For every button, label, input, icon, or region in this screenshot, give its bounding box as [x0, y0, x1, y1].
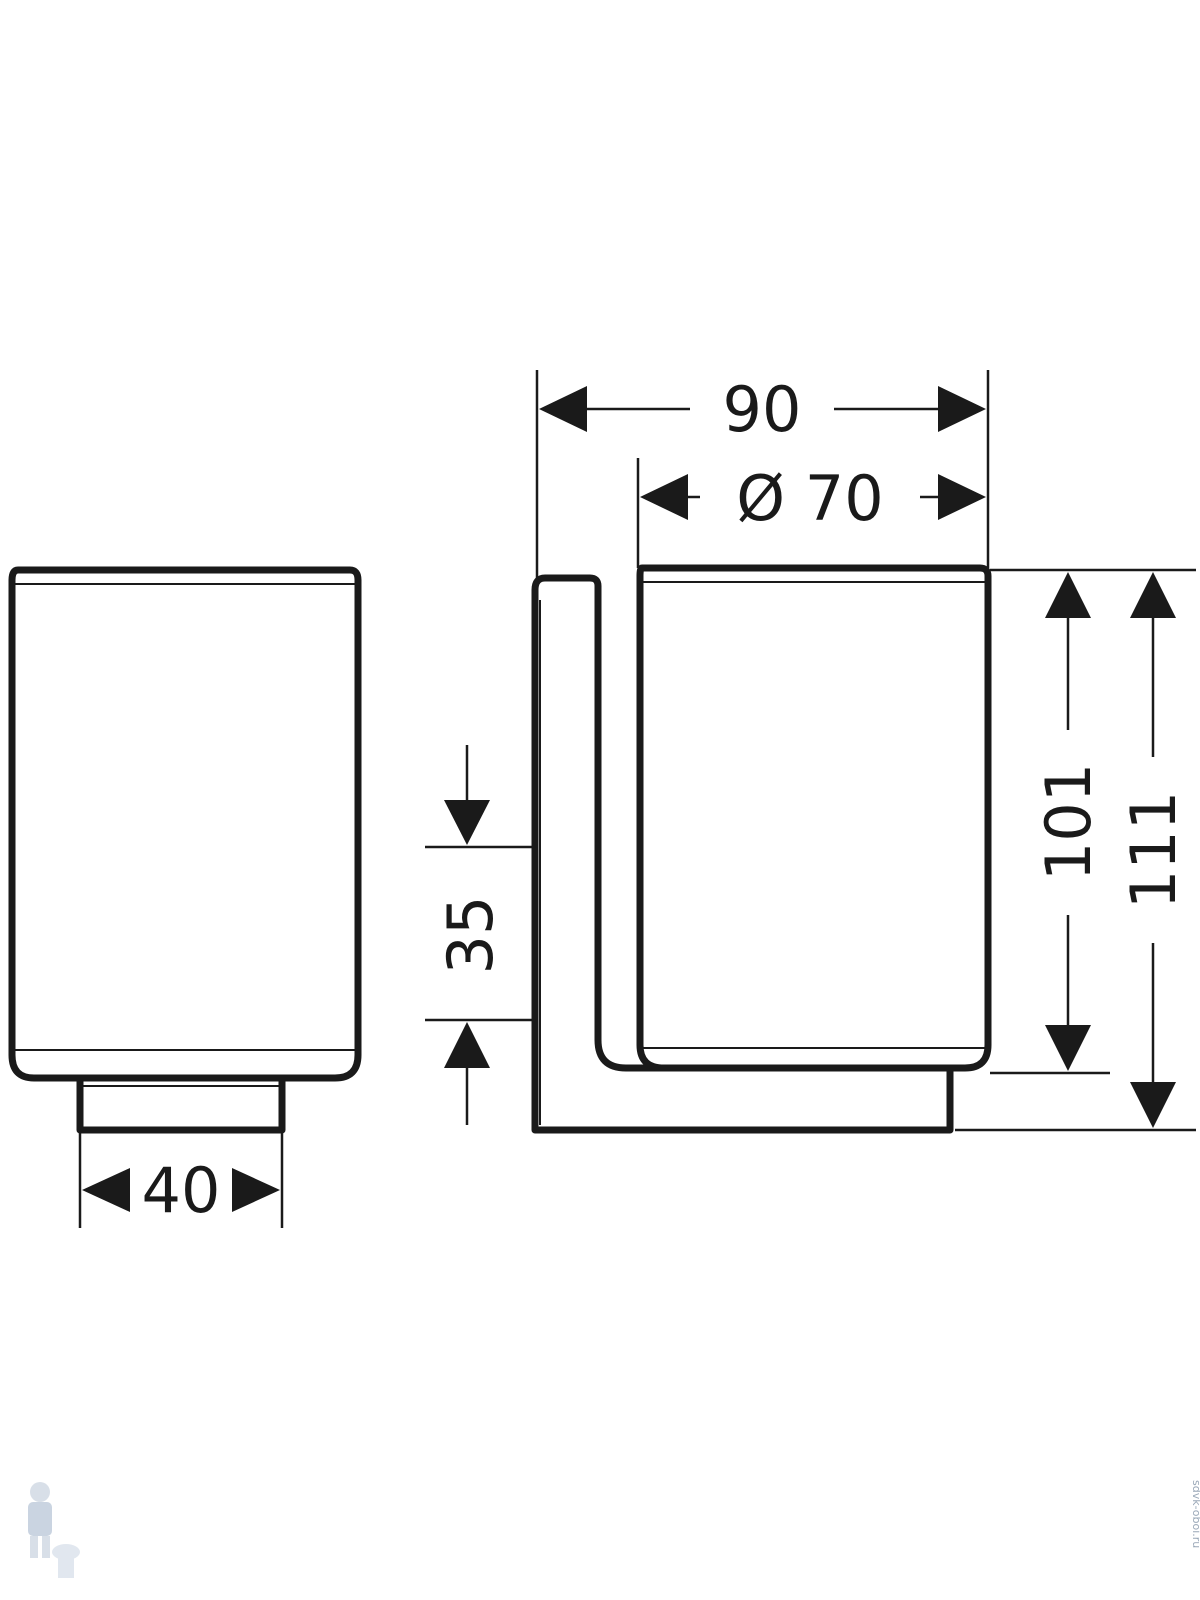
- watermark-text: sdvk-oboi.ru: [1190, 1480, 1200, 1548]
- dimension-arrow-left: [640, 474, 688, 520]
- dimension-cup-height: 35: [425, 745, 533, 1125]
- dimension-arrow-left: [82, 1168, 130, 1212]
- dimension-arrow-down: [1045, 1025, 1091, 1071]
- dimension-arrow-up: [1130, 572, 1176, 618]
- front-view: 40: [8, 566, 362, 1228]
- dimension-label-35: 35: [434, 896, 507, 975]
- dimension-glass-height: 101: [990, 568, 1110, 1075]
- plumber-mascot-icon: [28, 1482, 80, 1578]
- wall-bracket-outline: [531, 574, 954, 1134]
- dimension-arrow-right: [232, 1168, 280, 1212]
- dimension-arrow-down: [1130, 1082, 1176, 1128]
- dimension-arrow-right: [938, 474, 986, 520]
- dimension-arrow-up: [1045, 572, 1091, 618]
- dimension-base-width: 40: [78, 1130, 284, 1228]
- side-view: 90 Ø 70 35 101: [425, 370, 1196, 1134]
- dimension-label-diameter-70: Ø 70: [736, 462, 883, 535]
- dimension-cup-diameter: Ø 70: [636, 458, 986, 568]
- dimension-arrow-up: [444, 1022, 490, 1068]
- dimension-arrow-down: [444, 800, 490, 845]
- glass-base: [76, 1074, 286, 1134]
- dimension-label-40: 40: [142, 1154, 221, 1227]
- dimension-overall-width: 90: [535, 370, 990, 578]
- glass-side-outline: [636, 564, 992, 1072]
- dimension-label-111: 111: [1117, 791, 1190, 909]
- dimension-label-90: 90: [723, 373, 802, 446]
- dimension-overall-height: 111: [955, 568, 1196, 1132]
- dimension-arrow-right: [938, 386, 986, 432]
- dimension-label-101: 101: [1032, 763, 1105, 881]
- glass-front-outline: [8, 566, 362, 1082]
- dimension-arrow-left: [539, 386, 587, 432]
